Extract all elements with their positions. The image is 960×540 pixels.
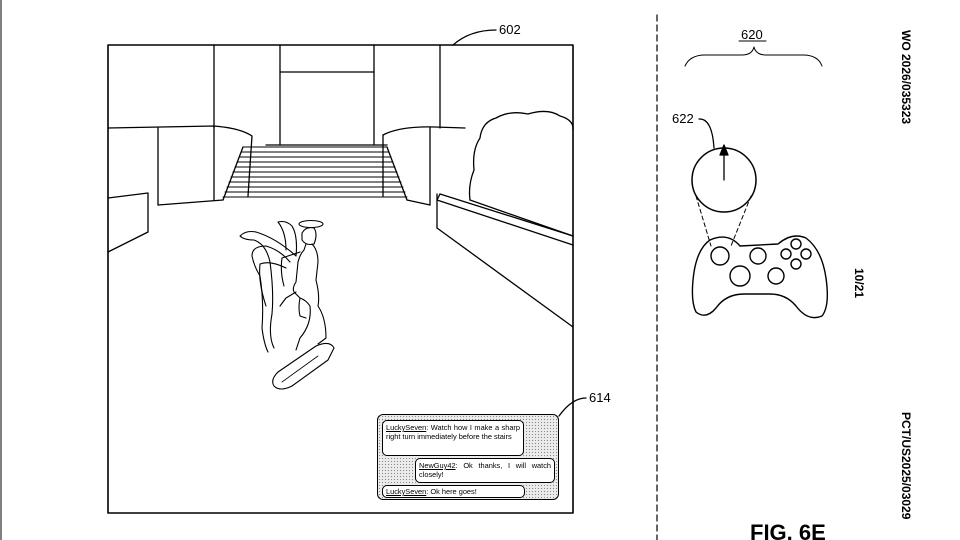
screen-ref-label: 602 [499,22,521,37]
chat-username[interactable]: LuckySeven [386,423,427,432]
game-screen-frame [107,44,574,514]
scene-building [213,44,441,146]
sheet-number: 10/21 [852,268,866,298]
joystick-arrowhead [719,144,729,156]
figure-label: FIG. 6E [750,520,826,540]
chat-message-text: : Watch how I make a sharp right turn im… [386,423,520,441]
controller-group-brace [684,46,823,67]
chat-ref-leader [558,397,587,417]
scene-right-walls [382,110,574,328]
magnifier-dashed-line-right [730,195,752,247]
player-character [239,219,335,390]
publication-number: WO 2026/035323 [899,30,913,124]
scene-stairs [222,146,408,201]
application-number: PCT/US2025/03029 [899,412,913,520]
chat-panel: LuckySeven: Watch how I make a sharp rig… [377,414,559,500]
chat-ref-label: 614 [589,390,611,405]
joystick-ref-label: 622 [672,111,694,126]
joystick-ref-leader [698,118,715,149]
chat-message-text: : Ok here goes! [426,487,477,496]
screen-ref-leader [452,29,497,46]
chat-message: NewGuy42: Ok thanks, I will watch closel… [415,458,555,483]
controller-group-ref-label: 620 [741,27,763,42]
magnifier-dashed-line-left [695,195,712,247]
game-controller [691,235,829,319]
chat-message: LuckySeven: Watch how I make a sharp rig… [382,420,524,456]
chat-username[interactable]: LuckySeven [386,487,427,496]
chat-username[interactable]: NewGuy42 [419,461,456,470]
chat-message-text: : Ok thanks, I will watch closely! [419,461,551,479]
scene-left-walls [107,125,253,253]
chat-message: LuckySeven: Ok here goes! [382,485,525,498]
